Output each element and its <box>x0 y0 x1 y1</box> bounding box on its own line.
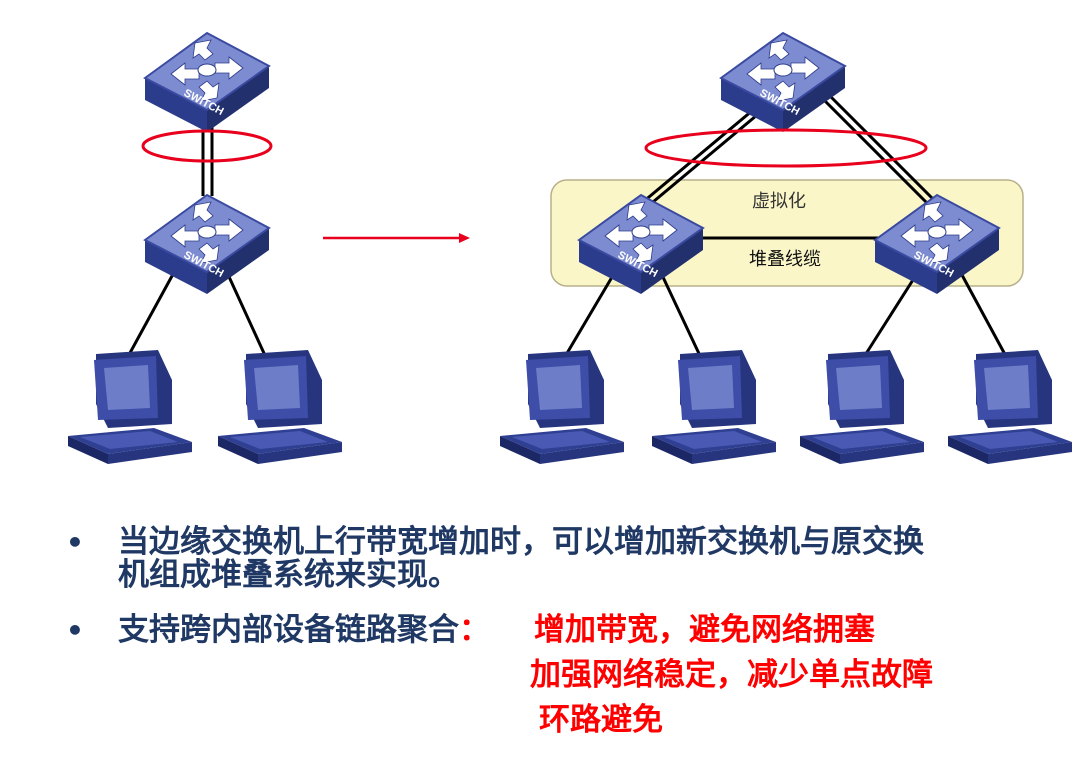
access-cable <box>561 271 617 361</box>
uplink-cable <box>640 98 776 214</box>
benefit-line: 增加带宽，避免网络拥塞 <box>534 612 875 648</box>
bullet-dot: • <box>66 526 84 559</box>
uplink-cable <box>630 98 766 214</box>
bullet-colon: ： <box>459 612 490 648</box>
computer-icon <box>800 350 924 464</box>
bullet-prefix: 支持跨内部设备链路聚合 <box>118 612 459 648</box>
bullet-text: 当边缘交换机上行带宽增加时，可以增加新交换机与原交换 <box>118 524 924 560</box>
transition-arrow-icon <box>323 233 470 243</box>
right-topology: SWITCH SWITCH SWITCH 虚拟化 堆叠线缆 <box>500 32 1072 464</box>
access-cable <box>660 274 704 361</box>
switch-icon: SWITCH <box>144 194 270 295</box>
stack-cable-label: 堆叠线缆 <box>749 249 821 270</box>
computer-icon <box>218 350 342 464</box>
switch-icon: SWITCH <box>144 32 270 133</box>
left-topology: SWITCH SWITCH <box>68 32 342 464</box>
access-cable <box>960 274 1010 361</box>
bullet-text: 支持跨内部设备链路聚合： <box>118 612 490 649</box>
network-diagram: SWITCH SWITCH SWITCH <box>68 32 1072 464</box>
benefit-line: 加强网络稳定，减少单点故障 <box>530 657 933 693</box>
virtualization-label: 虚拟化 <box>752 191 806 212</box>
access-cable <box>223 267 270 363</box>
aggregation-highlight-ellipse <box>644 128 928 168</box>
switch-icon: SWITCH <box>578 194 704 295</box>
computer-icon <box>68 350 192 464</box>
access-cable <box>860 271 920 361</box>
computer-icon <box>500 350 624 464</box>
access-cable <box>123 264 180 363</box>
uplink-cable <box>828 94 948 214</box>
aggregation-highlight-ellipse <box>141 129 273 163</box>
bullet-dot: • <box>66 614 84 647</box>
switch-icon: SWITCH <box>874 194 1000 295</box>
benefit-line: 环路避免 <box>539 702 663 738</box>
bullet-text: 机组成堆叠系统来实现。 <box>118 557 459 593</box>
uplink-cable <box>818 94 938 214</box>
switch-icon: SWITCH <box>720 32 846 133</box>
computer-icon <box>652 350 776 464</box>
computer-icon <box>948 350 1072 464</box>
